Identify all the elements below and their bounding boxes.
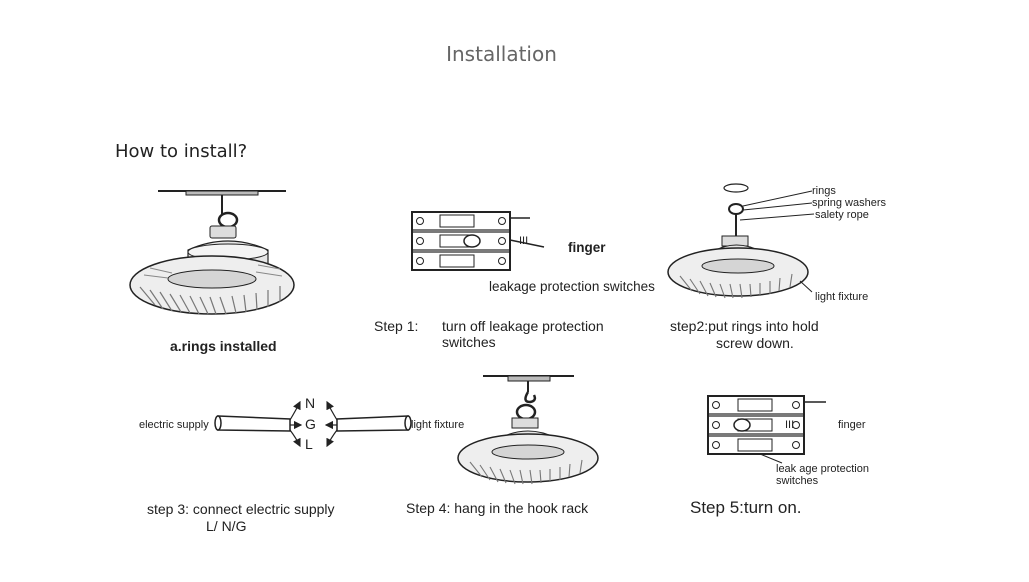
svg-text:III: III [785,419,794,431]
wiring-illustration-step3 [214,400,412,448]
label-leakage-switches: leakage protection switches [489,279,655,294]
label-switches-step5-line1: leak age protection [776,463,869,475]
svg-text:III: III [519,235,528,247]
page-title: Installation [446,42,557,66]
lamp-illustration-step4 [457,375,599,485]
label-light-fixture-step3: light fixture [411,419,464,431]
label-safety-rope: salety rope [815,209,869,221]
label-electric-supply: electric supply [139,419,209,431]
step3-text-line1: step 3: connect electric supply [147,501,335,517]
section-heading: How to install? [115,141,248,162]
step2-text-line1: step2:put rings into hold [670,318,819,334]
step5-caption: Step 5:turn on. [690,498,802,517]
breaker-illustration-step1: III [411,211,545,271]
label-rings: rings [812,185,836,197]
label-switches-step5-line2: switches [776,475,819,487]
breaker-illustration-step5: III [707,395,826,464]
caption-rings-installed: a.rings installed [170,338,277,354]
step1-prefix: Step 1: [374,318,418,334]
step3-text-line2: L/ N/G [206,518,246,534]
wire-label-l: L [305,436,313,452]
lamp-illustration-step2 [667,183,815,299]
step2-text-line2: screw down. [716,335,794,351]
label-light-fixture-step2: light fixture [815,291,868,303]
lamp-illustration-rings-installed [129,190,295,315]
step4-caption: Step 4: hang in the hook rack [406,500,589,516]
label-finger-step1: finger [568,240,606,255]
wire-label-n: N [305,395,315,411]
step1-text-line1: turn off leakage protection [442,318,604,334]
label-spring-washers: spring washers [812,197,886,209]
label-finger-step5: finger [838,419,866,431]
wire-label-g: G [305,416,316,432]
step1-text-line2: switches [442,334,496,350]
